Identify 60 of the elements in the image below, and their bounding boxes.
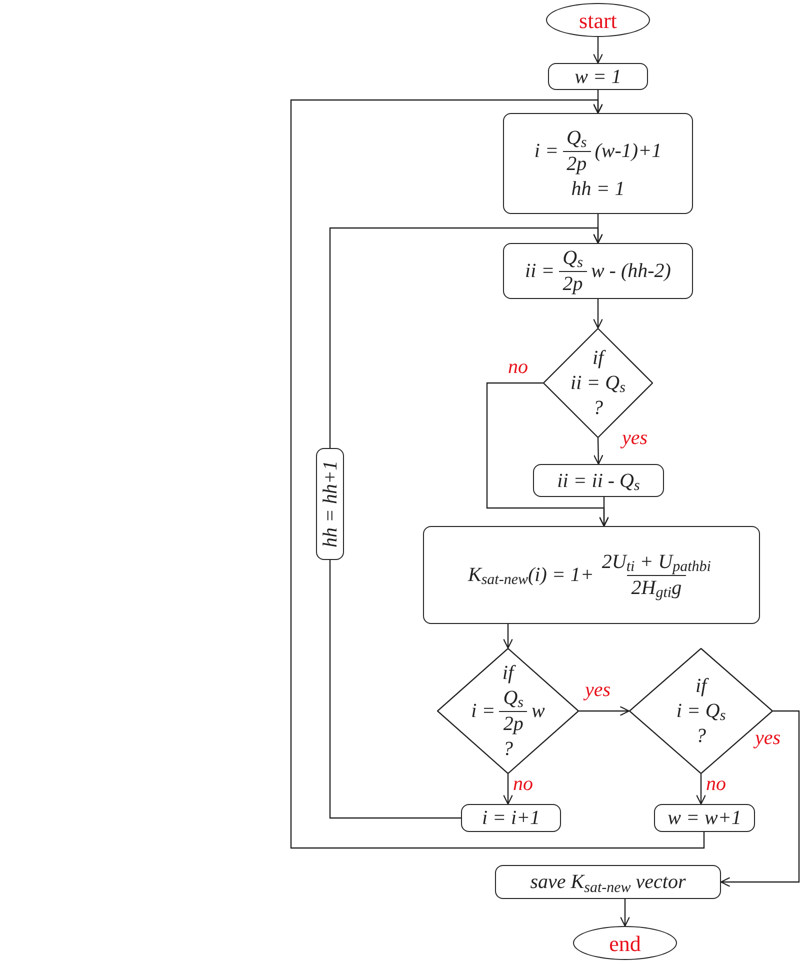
connector-arrow: [592, 37, 604, 64]
connector-arrow: [620, 899, 630, 927]
connector-arrow: [290, 99, 705, 849]
terminal-label: end: [609, 930, 641, 958]
process-box: [423, 526, 760, 624]
fraction-denominator: 2p: [558, 270, 587, 296]
process-box: [503, 113, 693, 214]
process-box: [461, 804, 561, 832]
formula-text: if: [695, 674, 707, 698]
process-box: [533, 464, 664, 497]
formula-text: hh = hh+1: [318, 460, 342, 548]
formula-text: save K$_{sat-new}$ vector: [530, 870, 686, 897]
decision-diamond: [437, 648, 579, 774]
fraction-denominator: 2p: [499, 710, 528, 736]
formula-text: if: [592, 346, 604, 370]
terminal-label: start: [579, 6, 617, 34]
connector-arrow: [502, 774, 514, 805]
fraction-denominator: 2H$_{gti}$g: [627, 574, 686, 600]
edge-label: yes: [622, 428, 648, 448]
formula-text: ii =: [525, 258, 555, 284]
process-box: [654, 804, 755, 832]
formula-text: w: [532, 698, 545, 724]
edge-label: no: [706, 774, 726, 794]
connector-arrow: [593, 438, 604, 465]
process-box: [503, 243, 693, 299]
formula-text: i = Q$_{s}$: [676, 698, 726, 724]
connector-arrow: [579, 706, 630, 716]
formula-text: ?: [593, 396, 603, 420]
fraction-numerator: Q$_{s}$: [565, 126, 588, 150]
fraction-numerator: Q$_{s}$: [502, 686, 524, 710]
formula-text: i =: [471, 698, 496, 724]
formula-text: (w-1)+1: [594, 138, 662, 164]
connector-arrow: [598, 497, 610, 527]
edge-label: no: [513, 774, 533, 794]
edge-label: yes: [585, 680, 611, 700]
formula-text: i = i+1: [482, 806, 540, 831]
formula-text: w - (hh-2): [590, 258, 671, 284]
connector-arrow: [502, 624, 514, 649]
fraction-denominator: 2p: [562, 150, 591, 176]
edge-label: yes: [755, 728, 781, 748]
connector-arrow: [696, 774, 706, 805]
fraction-numerator: Q$_{s}$: [562, 246, 584, 270]
process-box: [316, 448, 344, 560]
edge-label: no: [508, 357, 528, 377]
connector-arrow: [592, 299, 604, 329]
formula-text: if: [502, 660, 514, 686]
process-box: [548, 63, 648, 90]
formula-text: K$_{sat-new}$(i) = 1+: [468, 562, 594, 588]
connector-arrow: [720, 710, 800, 888]
formula-text: w = 1: [574, 64, 622, 90]
formula-text: ii = ii - Q$_{s}$: [557, 468, 640, 496]
connector-arrow: [329, 227, 604, 448]
formula-text: hh = 1: [571, 176, 625, 202]
formula-text: ?: [502, 736, 513, 762]
formula-text: w = w+1: [668, 806, 742, 831]
formula-text: i =: [534, 138, 558, 164]
fraction-numerator: 2U$_{ti}$ + U$_{pathbi}$: [600, 550, 712, 574]
formula-text: ii = Q$_{s}$: [570, 370, 626, 396]
process-box: [495, 865, 721, 899]
formula-text: ?: [696, 724, 706, 748]
